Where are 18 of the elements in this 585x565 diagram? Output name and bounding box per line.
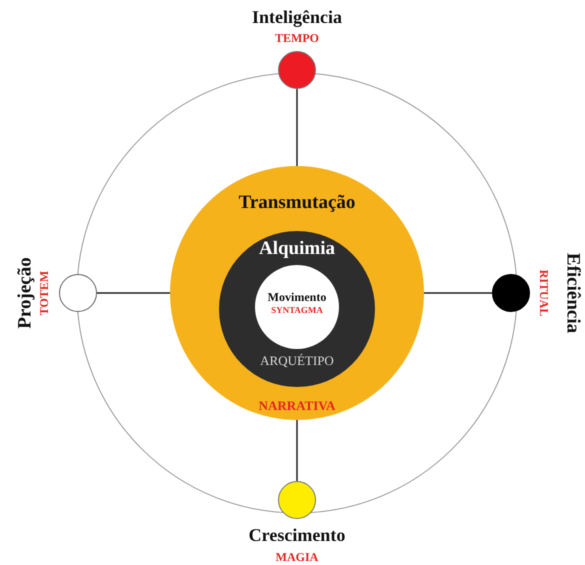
subtitle-text: MAGIA xyxy=(276,551,318,563)
subtitle-text: RITUAL xyxy=(538,270,550,316)
title-text: Crescimento xyxy=(248,526,346,544)
subtitle-text: SYNTAGMA xyxy=(270,306,324,316)
title-text: Movimento xyxy=(266,291,328,304)
connector-line xyxy=(97,292,170,294)
title-text: Projeção xyxy=(16,257,34,329)
subtitle-text: TOTEM xyxy=(38,270,50,316)
title-text: Inteligência xyxy=(252,8,342,26)
connector-line xyxy=(296,89,298,166)
connector-line xyxy=(424,292,492,294)
subtitle-text: ARQUÉTIPO xyxy=(259,354,335,368)
title-text: Eficiência xyxy=(564,252,582,334)
title-text: Transmutação xyxy=(238,193,356,214)
connector-line xyxy=(296,420,298,481)
subtitle-text: NARRATIVA xyxy=(258,399,336,414)
subtitle-text: TEMPO xyxy=(275,32,319,44)
title-text: Alquimia xyxy=(258,239,336,260)
